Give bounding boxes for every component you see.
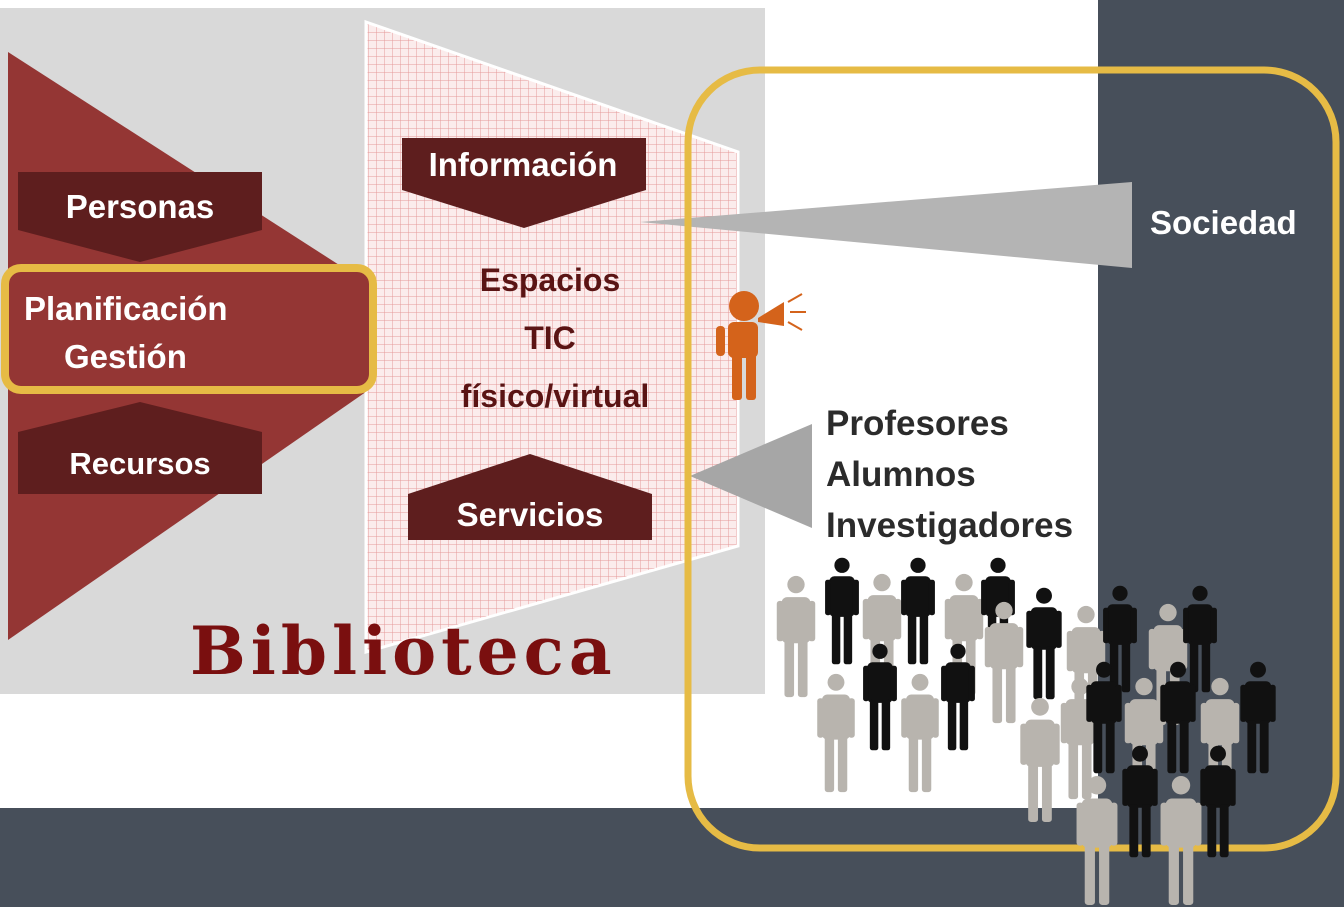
recursos-box — [18, 402, 262, 494]
users-item-investigadores: Investigadores — [826, 506, 1074, 545]
informacion-arrow — [402, 138, 646, 228]
person-megaphone-icon — [716, 291, 806, 400]
servicios-label: Servicios — [456, 496, 604, 533]
users-item-alumnos: Alumnos — [826, 455, 976, 494]
sociedad-label: Sociedad — [1150, 204, 1297, 241]
personas-box — [18, 172, 262, 262]
planificacion-gestion-box — [1, 264, 377, 394]
society-wedge — [640, 182, 1132, 268]
fisico-virtual-label: físico/virtual — [460, 378, 650, 414]
personas-label: Personas — [65, 188, 215, 225]
bottom-dark-band — [0, 808, 1344, 907]
tic-label: TIC — [524, 320, 576, 356]
gestion-label: Gestión — [64, 338, 187, 375]
recursos-label: Recursos — [69, 446, 211, 481]
biblioteca-title: Biblioteca — [190, 612, 617, 690]
society-frame — [684, 66, 1340, 852]
servicios-arrow — [408, 454, 652, 540]
planificacion-label: Planificación — [24, 290, 228, 327]
users-item-profesores: Profesores — [826, 404, 1009, 443]
users-arrow — [690, 424, 812, 528]
espacios-label: Espacios — [479, 262, 621, 298]
informacion-label: Información — [428, 146, 618, 183]
